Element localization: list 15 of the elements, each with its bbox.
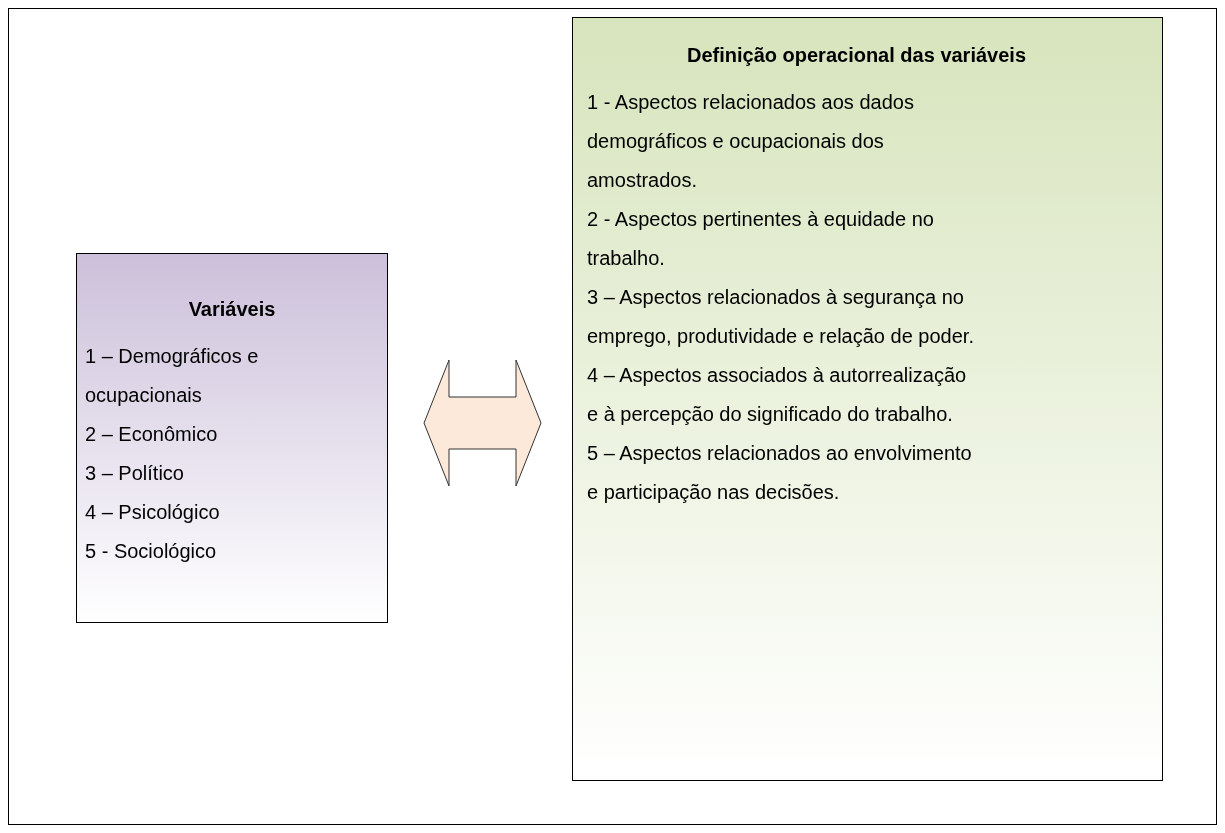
box-heading: Definição operacional das variáveis xyxy=(685,43,1027,68)
list-item: 4 – Psicológico xyxy=(85,500,221,525)
text-box xyxy=(76,253,388,623)
text-box xyxy=(572,17,1163,781)
double-block-arrow xyxy=(423,359,542,487)
list-item: 5 – Aspectos relacionados ao envolvimento e participação nas decisões. xyxy=(587,441,973,505)
list-item: 1 – Demográficos e ocupacionais xyxy=(85,344,260,408)
list-item: 1 - Aspectos relacionados aos dados demográficos e ocupacionais dos amostrados. xyxy=(587,90,915,193)
list-item: 5 - Sociológico xyxy=(85,539,218,564)
list-item: 4 – Aspectos associados à autorrealização e à percepção do significado do trabalho. xyxy=(587,363,968,427)
list-item: 2 – Econômico xyxy=(85,422,219,447)
list-item: 2 - Aspectos pertinentes à equidade no trabalho. xyxy=(587,207,935,271)
list-item: 3 – Aspectos relacionados à segurança no emprego, produtividade e relação de poder. xyxy=(587,285,975,349)
box-heading: Variáveis xyxy=(187,297,277,322)
list-item: 3 – Político xyxy=(85,461,185,486)
